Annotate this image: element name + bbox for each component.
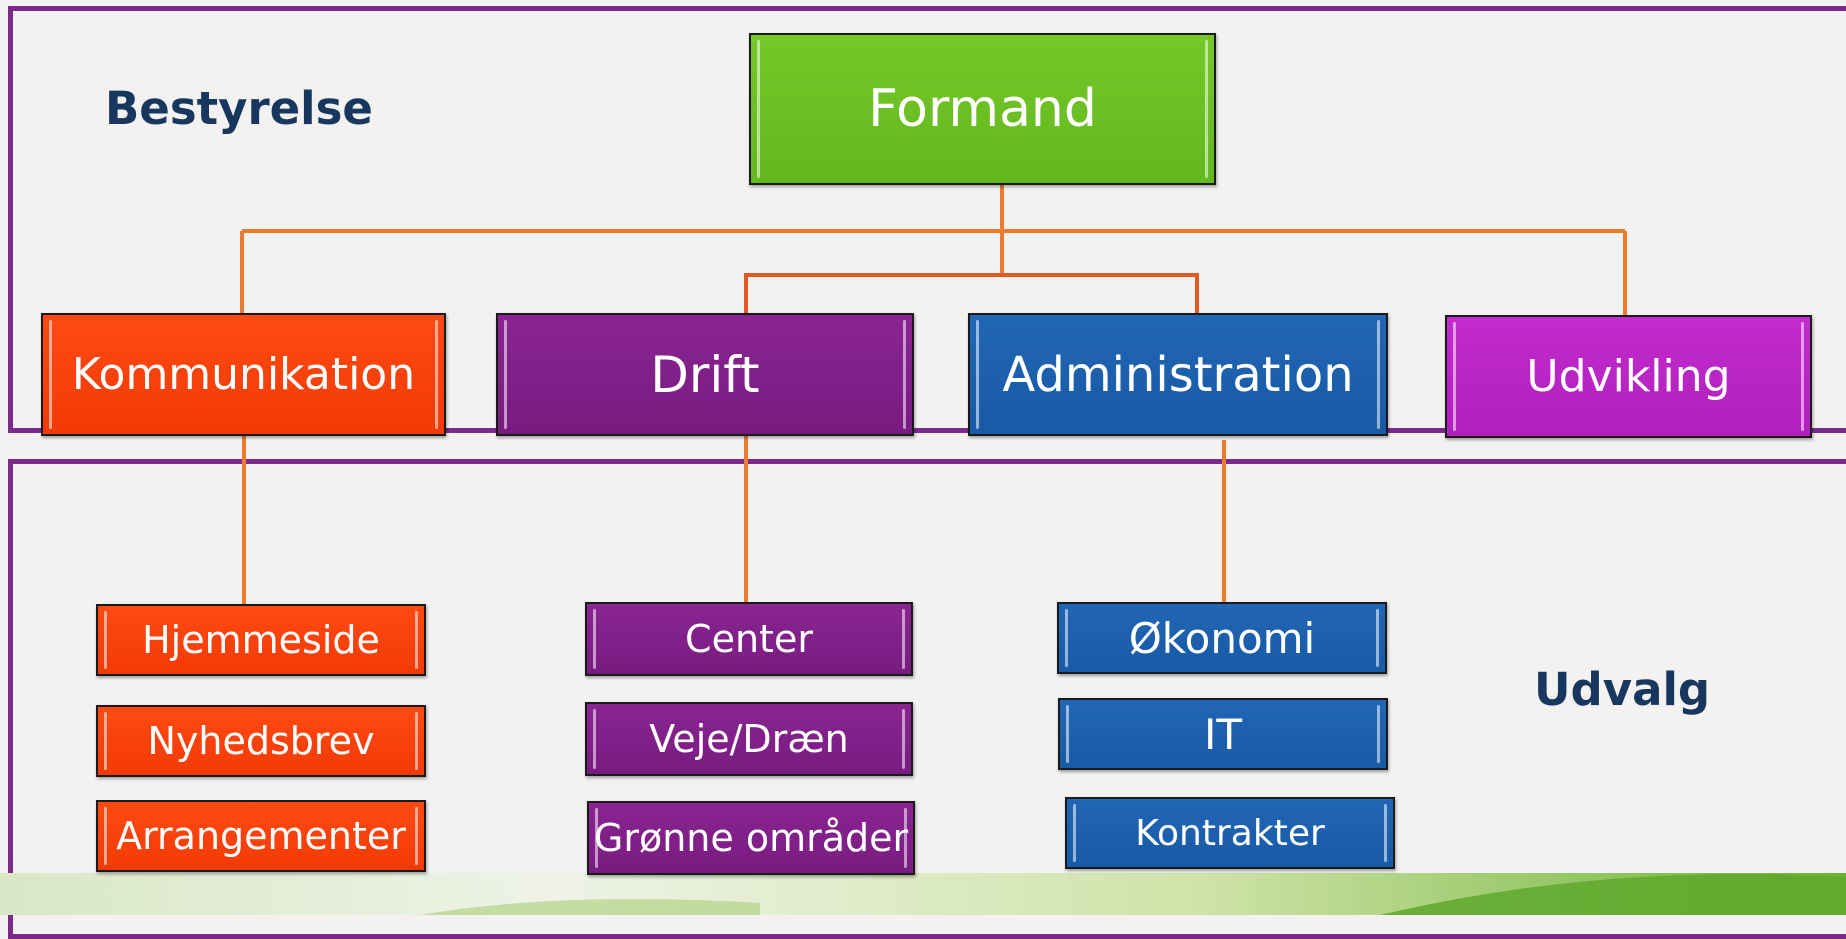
node-administration-label: Administration <box>1002 346 1354 403</box>
node-kommunikation: Kommunikation <box>41 313 446 436</box>
node-veje-draen-label: Veje/Dræn <box>649 717 849 761</box>
node-udvikling-label: Udvikling <box>1526 351 1731 402</box>
connector-lines <box>240 185 1627 604</box>
node-center: Center <box>585 602 913 676</box>
node-hjemmeside: Hjemmeside <box>96 604 426 676</box>
node-arrangementer-label: Arrangementer <box>116 814 406 858</box>
node-formand-label: Formand <box>868 79 1097 139</box>
node-nyhedsbrev-label: Nyhedsbrev <box>147 719 375 763</box>
node-kontrakter-label: Kontrakter <box>1135 812 1325 854</box>
node-oekonomi-label: Økonomi <box>1128 613 1316 663</box>
node-oekonomi: Økonomi <box>1057 602 1387 674</box>
node-arrangementer: Arrangementer <box>96 800 426 872</box>
node-hjemmeside-label: Hjemmeside <box>142 618 380 662</box>
node-groenne-omraader-label: Grønne områder <box>593 816 909 860</box>
node-nyhedsbrev: Nyhedsbrev <box>96 705 426 777</box>
node-it-label: IT <box>1203 709 1243 759</box>
committees-label: Udvalg <box>1534 663 1711 716</box>
node-drift: Drift <box>496 313 914 436</box>
board-label: Bestyrelse <box>105 82 373 135</box>
bottom-decoration <box>0 873 1846 915</box>
node-kommunikation-label: Kommunikation <box>71 349 416 400</box>
node-veje-draen: Veje/Dræn <box>585 702 913 776</box>
node-center-label: Center <box>685 617 813 661</box>
node-administration: Administration <box>968 313 1388 436</box>
node-kontrakter: Kontrakter <box>1065 797 1395 869</box>
board-frame <box>8 6 1846 433</box>
node-groenne-omraader: Grønne områder <box>587 801 915 875</box>
node-udvikling: Udvikling <box>1445 315 1812 438</box>
connector-mid-bar <box>744 273 1199 313</box>
node-drift-label: Drift <box>650 345 760 404</box>
node-formand: Formand <box>749 33 1216 185</box>
node-it: IT <box>1058 698 1388 770</box>
